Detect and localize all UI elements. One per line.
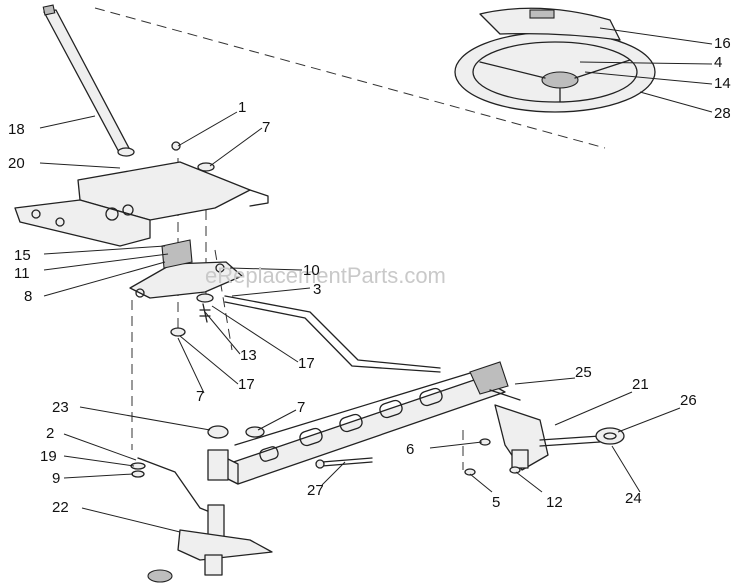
steering-pivot-bracket [129, 239, 243, 299]
bolts-right [464, 438, 521, 476]
callout-10: 10 [303, 262, 320, 279]
callout-13: 13 [240, 347, 257, 364]
callout-25: 25 [575, 364, 592, 381]
steering-drag-link [224, 295, 441, 373]
callout-11: 11 [14, 265, 30, 282]
steering-mount-plate [14, 161, 269, 247]
callout-2: 2 [46, 425, 54, 442]
callout-1: 1 [238, 99, 246, 116]
callout-27: 27 [307, 482, 324, 499]
watermark: eReplacementParts.com [205, 263, 446, 288]
callout-24: 24 [625, 490, 642, 507]
callout-12: 12 [546, 494, 563, 511]
callout-labels: 18 20 1 7 15 11 8 10 3 13 17 17 7 25 21 … [8, 35, 731, 516]
callout-22: 22 [52, 499, 69, 516]
callout-3: 3 [313, 281, 321, 298]
callout-28: 28 [714, 105, 731, 122]
callout-16: 16 [714, 35, 731, 52]
steering-wheel [454, 7, 656, 113]
left-spindle [137, 425, 273, 583]
callout-17-right: 17 [298, 355, 315, 372]
callout-8: 8 [24, 288, 32, 305]
leader-lines [39, 27, 713, 533]
callout-23: 23 [52, 399, 69, 416]
callout-7-top: 7 [262, 119, 270, 136]
callout-4: 4 [714, 54, 722, 71]
right-spindle [489, 389, 625, 471]
callout-19: 19 [40, 448, 57, 465]
callout-7-mid: 7 [196, 388, 204, 405]
small-hardware [130, 141, 265, 478]
callout-6: 6 [406, 441, 414, 458]
callout-21: 21 [632, 376, 649, 393]
callout-15: 15 [14, 247, 31, 264]
callout-14: 14 [714, 75, 731, 92]
callout-18: 18 [8, 121, 25, 138]
callout-5: 5 [492, 494, 500, 511]
callout-20: 20 [8, 155, 25, 172]
callout-9: 9 [52, 470, 60, 487]
callout-17-left: 17 [238, 376, 255, 393]
steering-shaft [42, 4, 135, 157]
callout-7-axle: 7 [297, 399, 305, 416]
steering-wheel-reference-line [94, 7, 606, 149]
pivot-rod [315, 457, 373, 469]
callout-26: 26 [680, 392, 697, 409]
